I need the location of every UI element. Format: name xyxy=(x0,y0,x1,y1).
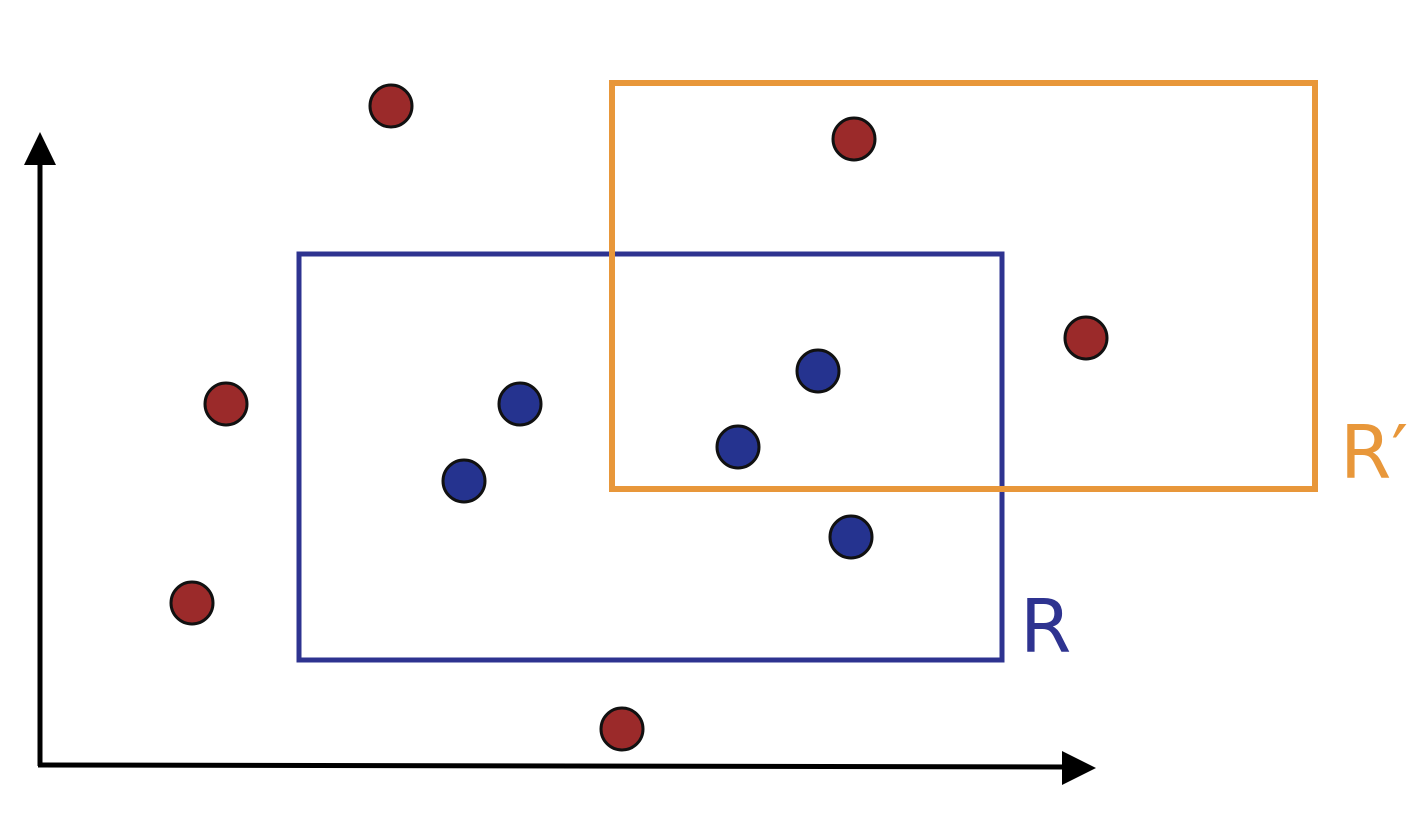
axes xyxy=(24,132,1096,785)
red-point xyxy=(599,706,645,752)
red-point xyxy=(368,83,414,129)
blue-point xyxy=(795,348,841,394)
blue-point xyxy=(715,424,761,470)
x-axis-arrowhead xyxy=(1062,751,1096,785)
x-axis-line xyxy=(37,762,1069,770)
blue-points xyxy=(441,348,874,560)
blue-point xyxy=(828,514,874,560)
red-point xyxy=(1063,315,1109,361)
blue-point xyxy=(441,458,487,504)
y-axis-arrowhead xyxy=(24,132,56,165)
rectangle-r-label: R xyxy=(1020,584,1071,670)
red-point xyxy=(169,580,215,626)
rectangle-r xyxy=(296,251,1005,663)
rectangle-r-prime-label: R′ xyxy=(1340,410,1408,496)
red-points xyxy=(169,83,1109,752)
red-point xyxy=(831,116,877,162)
red-point xyxy=(203,381,249,427)
blue-point xyxy=(497,381,543,427)
rectangle-r-prime xyxy=(609,80,1318,492)
